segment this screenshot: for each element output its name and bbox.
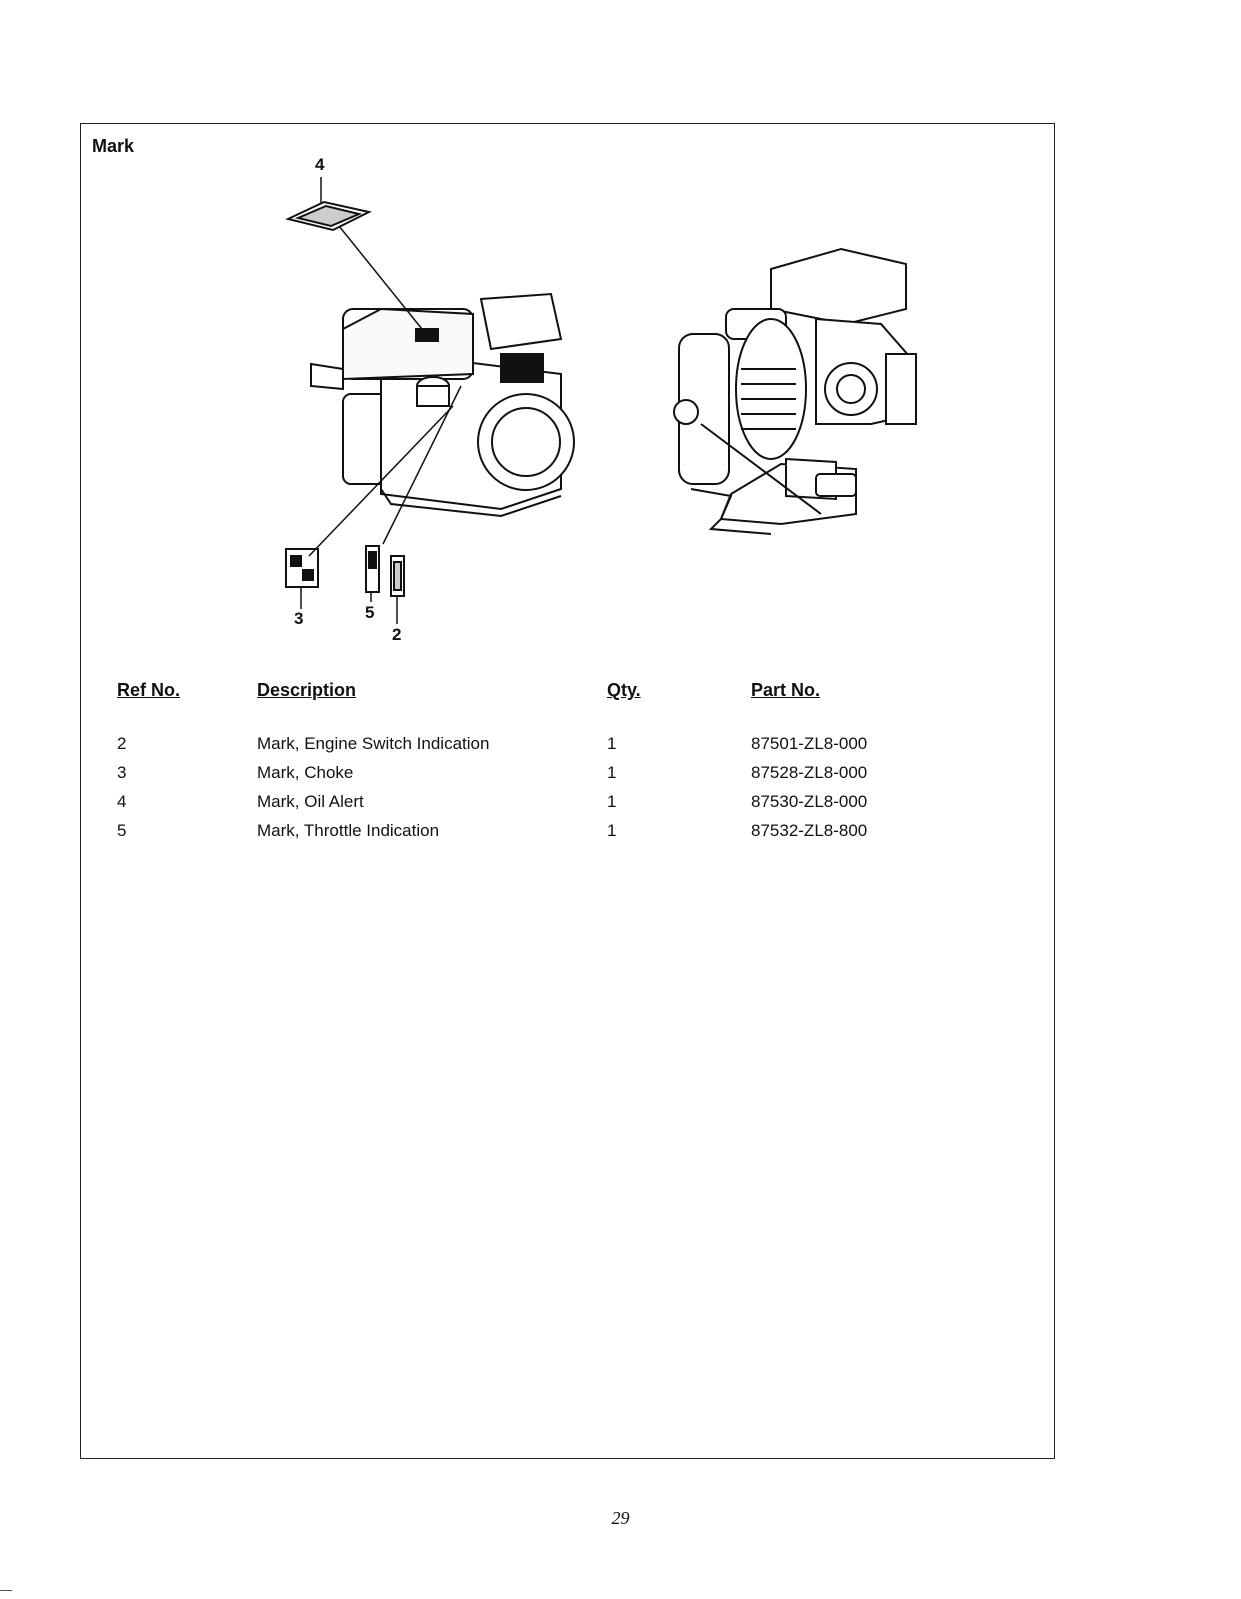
- column-header-description: Description: [257, 680, 356, 701]
- column-header-qty: Qty.: [607, 680, 641, 701]
- decal-throttle: [366, 546, 379, 592]
- column-header-part-no: Part No.: [751, 680, 820, 701]
- cell-ref: 4: [117, 792, 126, 812]
- cell-description: Mark, Throttle Indication: [257, 821, 439, 841]
- cell-part-no: 87528-ZL8-000: [751, 763, 867, 783]
- scan-corner-mark: [0, 1590, 12, 1591]
- cell-ref: 5: [117, 821, 126, 841]
- cell-description: Mark, Engine Switch Indication: [257, 734, 489, 754]
- cell-qty: 1: [607, 734, 616, 754]
- cell-ref: 2: [117, 734, 126, 754]
- cell-part-no: 87501-ZL8-000: [751, 734, 867, 754]
- callout-5: 5: [365, 603, 374, 622]
- decal-choke: [286, 549, 318, 587]
- cell-description: Mark, Choke: [257, 763, 353, 783]
- callout-2: 2: [392, 625, 401, 644]
- cell-qty: 1: [607, 763, 616, 783]
- cell-qty: 1: [607, 821, 616, 841]
- engine-right-illustration: [674, 249, 916, 534]
- column-header-ref-no: Ref No.: [117, 680, 180, 701]
- cell-part-no: 87532-ZL8-800: [751, 821, 867, 841]
- callout-3: 3: [294, 609, 303, 628]
- cell-ref: 3: [117, 763, 126, 783]
- page-number: 29: [0, 1508, 1241, 1529]
- cell-part-no: 87530-ZL8-000: [751, 792, 867, 812]
- decal-oil-alert: [288, 202, 369, 230]
- engine-left-illustration: [311, 294, 574, 516]
- decal-engine-switch: [391, 556, 404, 596]
- parts-frame: Mark: [80, 123, 1055, 1459]
- cell-description: Mark, Oil Alert: [257, 792, 364, 812]
- engine-exploded-diagram: 4 3 5 2: [81, 124, 1056, 664]
- callout-4: 4: [315, 155, 325, 174]
- cell-qty: 1: [607, 792, 616, 812]
